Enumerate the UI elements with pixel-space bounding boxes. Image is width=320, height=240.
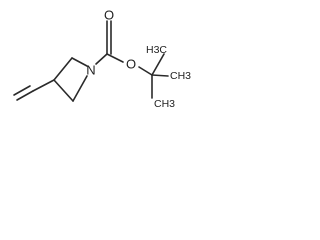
methyl-left-label: H3C: [146, 44, 167, 56]
vinyl-to-ring-bond: [32, 79, 55, 92]
azetidine-ring-bond-bottom-left: [53, 79, 74, 102]
chemical-structure-diagram: N O O H3C CH3 CH3: [13, 8, 191, 110]
methyl-right-label: CH3: [170, 70, 191, 82]
azetidine-ring-bond-top-left: [53, 57, 73, 81]
n-to-carbonyl-bond: [95, 53, 108, 65]
nitrogen-label: N: [86, 63, 95, 78]
carbonyl-oxygen-label: O: [104, 8, 114, 23]
tert-butyl-left-methyl-bond: [151, 53, 165, 76]
vinyl-double-bond-inner: [16, 90, 34, 101]
azetidine-ring-bond-bottom-right: [72, 75, 88, 102]
structure-canvas: N O O H3C CH3 CH3: [0, 0, 200, 124]
carbonyl-to-ester-oxygen-bond: [106, 53, 124, 63]
ester-oxygen-label: O: [126, 57, 136, 72]
azetidine-ring-bond-top-right: [71, 57, 88, 67]
ester-oxygen-to-tert-butyl-bond: [138, 66, 153, 76]
methyl-bottom-label: CH3: [154, 98, 175, 110]
tert-butyl-right-methyl-bond: [151, 74, 169, 77]
vinyl-double-bond-outer: [13, 85, 31, 96]
